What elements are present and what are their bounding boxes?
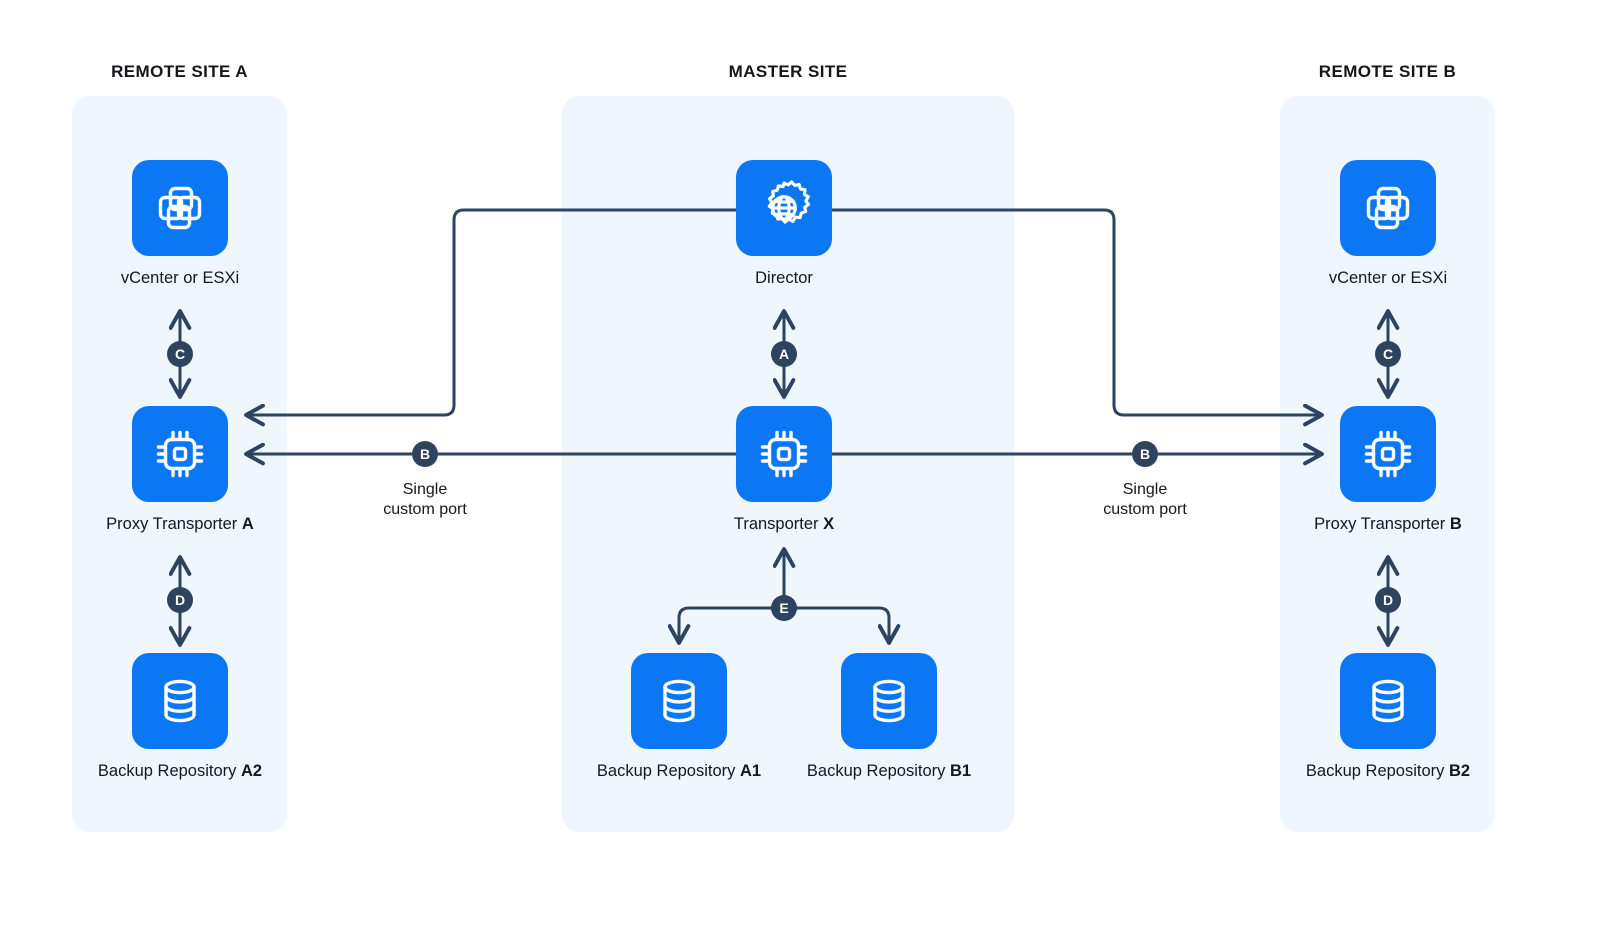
- badge-b-left: B: [412, 441, 438, 467]
- label-text: Transporter: [733, 515, 824, 533]
- vcenter-icon: [152, 180, 208, 236]
- caption-single-custom-port-left: Single custom port: [383, 481, 467, 519]
- database-icon: [1360, 673, 1416, 729]
- badge-b-right: B: [1132, 441, 1158, 467]
- transporter-chip-icon: [1360, 426, 1416, 482]
- caption-single-custom-port-right: Single custom port: [1103, 481, 1187, 519]
- node-label-vcenter-a: vCenter or ESXi: [60, 268, 300, 289]
- label-text: Backup Repository: [596, 762, 740, 780]
- vcenter-icon: [1360, 180, 1416, 236]
- node-backup-repository-a2[interactable]: [132, 653, 228, 749]
- label-text: Director: [755, 269, 813, 287]
- node-label-director: Director: [664, 268, 904, 289]
- label-text: Backup Repository: [97, 762, 241, 780]
- database-icon: [152, 673, 208, 729]
- node-transporter-x[interactable]: [736, 406, 832, 502]
- node-label-transporter-x: Transporter X: [664, 514, 904, 535]
- label-suffix: X: [823, 515, 835, 533]
- badge-c-left: C: [167, 341, 193, 367]
- label-text: Proxy Transporter: [1314, 515, 1450, 533]
- label-text: Proxy Transporter: [106, 515, 242, 533]
- label-text: Backup Repository: [806, 762, 950, 780]
- transporter-chip-icon: [152, 426, 208, 482]
- node-label-proxy-transporter-a: Proxy Transporter A: [50, 514, 310, 535]
- badge-e-master: E: [771, 595, 797, 621]
- director-gear-globe-icon: [755, 179, 813, 237]
- node-label-backup-repository-a1: Backup Repository A1: [544, 761, 814, 782]
- node-backup-repository-b2[interactable]: [1340, 653, 1436, 749]
- site-title-remote-a: REMOTE SITE A: [111, 62, 248, 81]
- site-title-master: MASTER SITE: [728, 62, 848, 81]
- label-suffix: A2: [240, 762, 263, 780]
- node-vcenter-b[interactable]: [1340, 160, 1436, 256]
- node-label-backup-repository-a2: Backup Repository A2: [45, 761, 315, 782]
- node-proxy-transporter-a[interactable]: [132, 406, 228, 502]
- node-label-proxy-transporter-b: Proxy Transporter B: [1258, 514, 1518, 535]
- transporter-chip-icon: [756, 426, 812, 482]
- badge-d-left: D: [167, 587, 193, 613]
- label-text: vCenter or ESXi: [120, 269, 240, 287]
- node-label-backup-repository-b1: Backup Repository B1: [754, 761, 1024, 782]
- node-backup-repository-a1[interactable]: [631, 653, 727, 749]
- label-suffix: B2: [1448, 762, 1471, 780]
- node-proxy-transporter-b[interactable]: [1340, 406, 1436, 502]
- label-suffix: B1: [949, 762, 972, 780]
- label-suffix: B: [1449, 515, 1462, 533]
- node-vcenter-a[interactable]: [132, 160, 228, 256]
- label-text: vCenter or ESXi: [1328, 269, 1448, 287]
- database-icon: [861, 673, 917, 729]
- badge-d-right: D: [1375, 587, 1401, 613]
- node-backup-repository-b1[interactable]: [841, 653, 937, 749]
- database-icon: [651, 673, 707, 729]
- node-label-vcenter-b: vCenter or ESXi: [1268, 268, 1508, 289]
- node-director[interactable]: [736, 160, 832, 256]
- badge-c-right: C: [1375, 341, 1401, 367]
- site-title-remote-b: REMOTE SITE B: [1318, 62, 1457, 81]
- node-label-backup-repository-b2: Backup Repository B2: [1253, 761, 1523, 782]
- badge-a-master: A: [771, 341, 797, 367]
- label-suffix: A1: [739, 762, 762, 780]
- label-text: Backup Repository: [1305, 762, 1449, 780]
- label-suffix: A: [241, 515, 254, 533]
